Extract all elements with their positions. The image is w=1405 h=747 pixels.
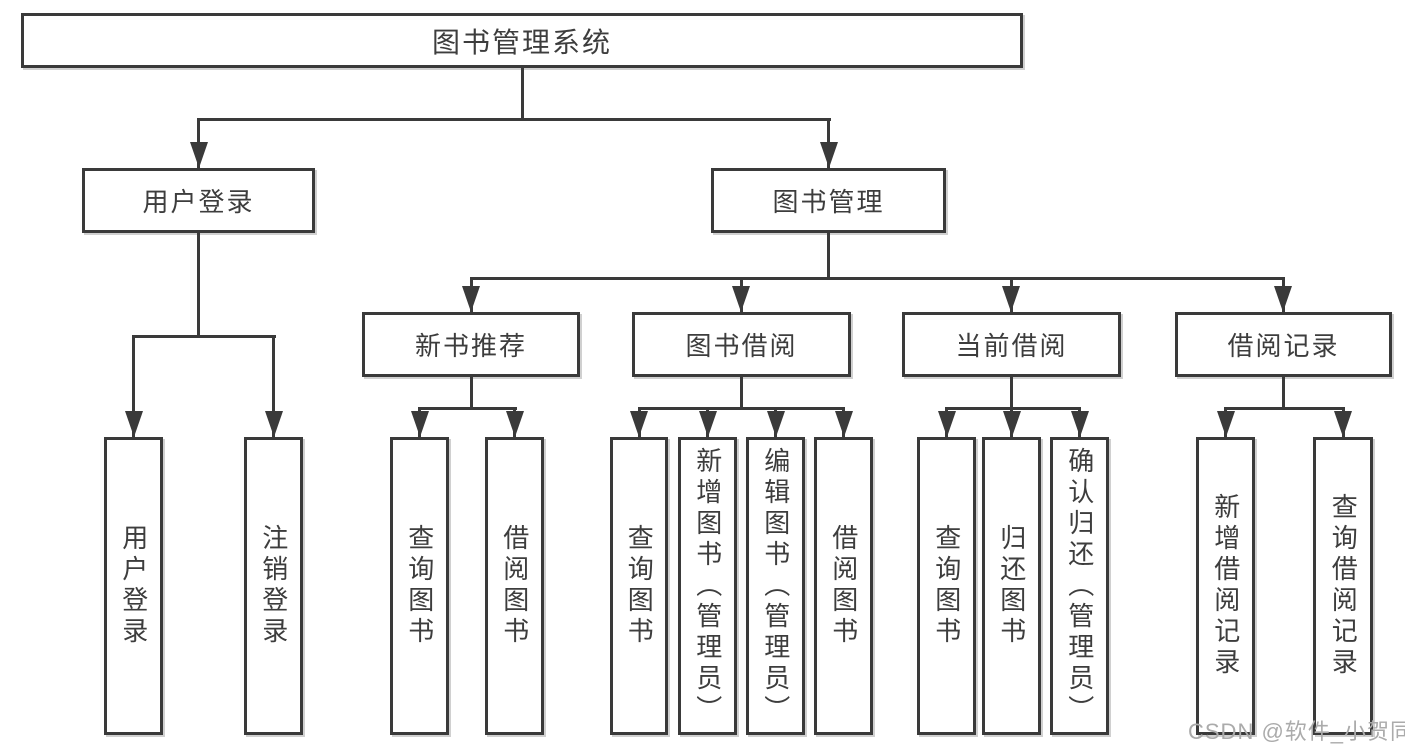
connector-line [827, 233, 830, 280]
node-label: 查询借阅记录 [1328, 493, 1359, 679]
leaf-return-book: 归还图书 [982, 437, 1041, 735]
connector-line [132, 335, 135, 437]
leaf-query-books-current: 查询图书 [917, 437, 976, 735]
arrow-down-icon [766, 411, 785, 437]
node-library-management-system: 图书管理系统 [21, 13, 1023, 68]
node-new-book-recommend: 新书推荐 [362, 312, 580, 377]
node-borrow-records: 借阅记录 [1175, 312, 1392, 377]
node-label: 查询图书 [931, 524, 962, 648]
leaf-edit-book-admin: 编辑图书（管理员） [746, 437, 805, 735]
leaf-borrow-books-recommend: 借阅图书 [485, 437, 544, 735]
connector-line [272, 335, 275, 437]
connector-line [740, 377, 743, 410]
node-label: 新增借阅记录 [1210, 493, 1241, 679]
leaf-query-books-borrow: 查询图书 [610, 437, 668, 735]
node-label: 图书管理 [772, 187, 885, 217]
connector-line [1282, 377, 1285, 410]
node-label: 借阅图书 [499, 524, 530, 648]
arrow-down-icon [834, 411, 853, 437]
leaf-logout: 注销登录 [244, 437, 303, 735]
node-label: 当前借阅 [955, 331, 1068, 361]
connector-line [470, 277, 1284, 280]
connector-line [197, 118, 831, 121]
connector-line [470, 377, 473, 410]
node-label: 查询图书 [404, 524, 435, 648]
arrow-down-icon [1070, 411, 1089, 437]
node-label: 借阅记录 [1227, 331, 1340, 361]
arrow-down-icon [698, 411, 717, 437]
connector-line [197, 233, 200, 338]
arrow-down-icon [189, 142, 208, 168]
connector-line [1010, 377, 1013, 410]
node-label: 确认归还（管理员） [1064, 446, 1095, 726]
leaf-add-book-admin: 新增图书（管理员） [678, 437, 737, 735]
arrow-down-icon [124, 411, 143, 437]
node-current-borrow: 当前借阅 [902, 312, 1121, 377]
connector-line [638, 407, 845, 410]
arrow-down-icon [1216, 411, 1235, 437]
watermark: CSDN @软件_小贺同学 [1188, 719, 1405, 744]
arrow-down-icon [819, 142, 838, 168]
node-user-login: 用户登录 [82, 168, 315, 233]
leaf-user-login: 用户登录 [104, 437, 163, 735]
arrow-down-icon [937, 411, 956, 437]
connector-line [1224, 407, 1345, 410]
connector-line [132, 335, 276, 338]
leaf-add-borrow-record: 新增借阅记录 [1196, 437, 1255, 735]
node-label: 用户登录 [142, 187, 255, 217]
node-label: 编辑图书（管理员） [760, 446, 791, 726]
node-label: 新书推荐 [414, 331, 527, 361]
node-label: 图书管理系统 [431, 26, 612, 58]
node-label: 注销登录 [258, 524, 289, 648]
arrow-down-icon [1274, 286, 1292, 312]
node-label: 图书借阅 [685, 331, 798, 361]
node-label: 查询图书 [624, 524, 655, 648]
leaf-borrow-books: 借阅图书 [814, 437, 873, 735]
node-label: 用户登录 [118, 524, 149, 648]
node-label: 新增图书（管理员） [692, 446, 723, 726]
node-label: 借阅图书 [828, 524, 859, 648]
leaf-query-books-recommend: 查询图书 [390, 437, 449, 735]
arrow-down-icon [1002, 286, 1020, 312]
connector-line [418, 407, 517, 410]
leaf-query-borrow-record: 查询借阅记录 [1313, 437, 1373, 735]
arrow-down-icon [410, 411, 429, 437]
node-book-management: 图书管理 [711, 168, 946, 233]
arrow-down-icon [505, 411, 524, 437]
leaf-confirm-return-admin: 确认归还（管理员） [1050, 437, 1109, 735]
connector-line [945, 407, 1081, 410]
node-book-borrow: 图书借阅 [632, 312, 851, 377]
arrow-down-icon [264, 411, 283, 437]
arrow-down-icon [1002, 411, 1021, 437]
arrow-down-icon [732, 286, 750, 312]
node-label: 归还图书 [996, 524, 1027, 648]
arrow-down-icon [1334, 411, 1352, 437]
arrow-down-icon [630, 411, 648, 437]
connector-line [521, 68, 524, 121]
arrow-down-icon [462, 286, 480, 312]
